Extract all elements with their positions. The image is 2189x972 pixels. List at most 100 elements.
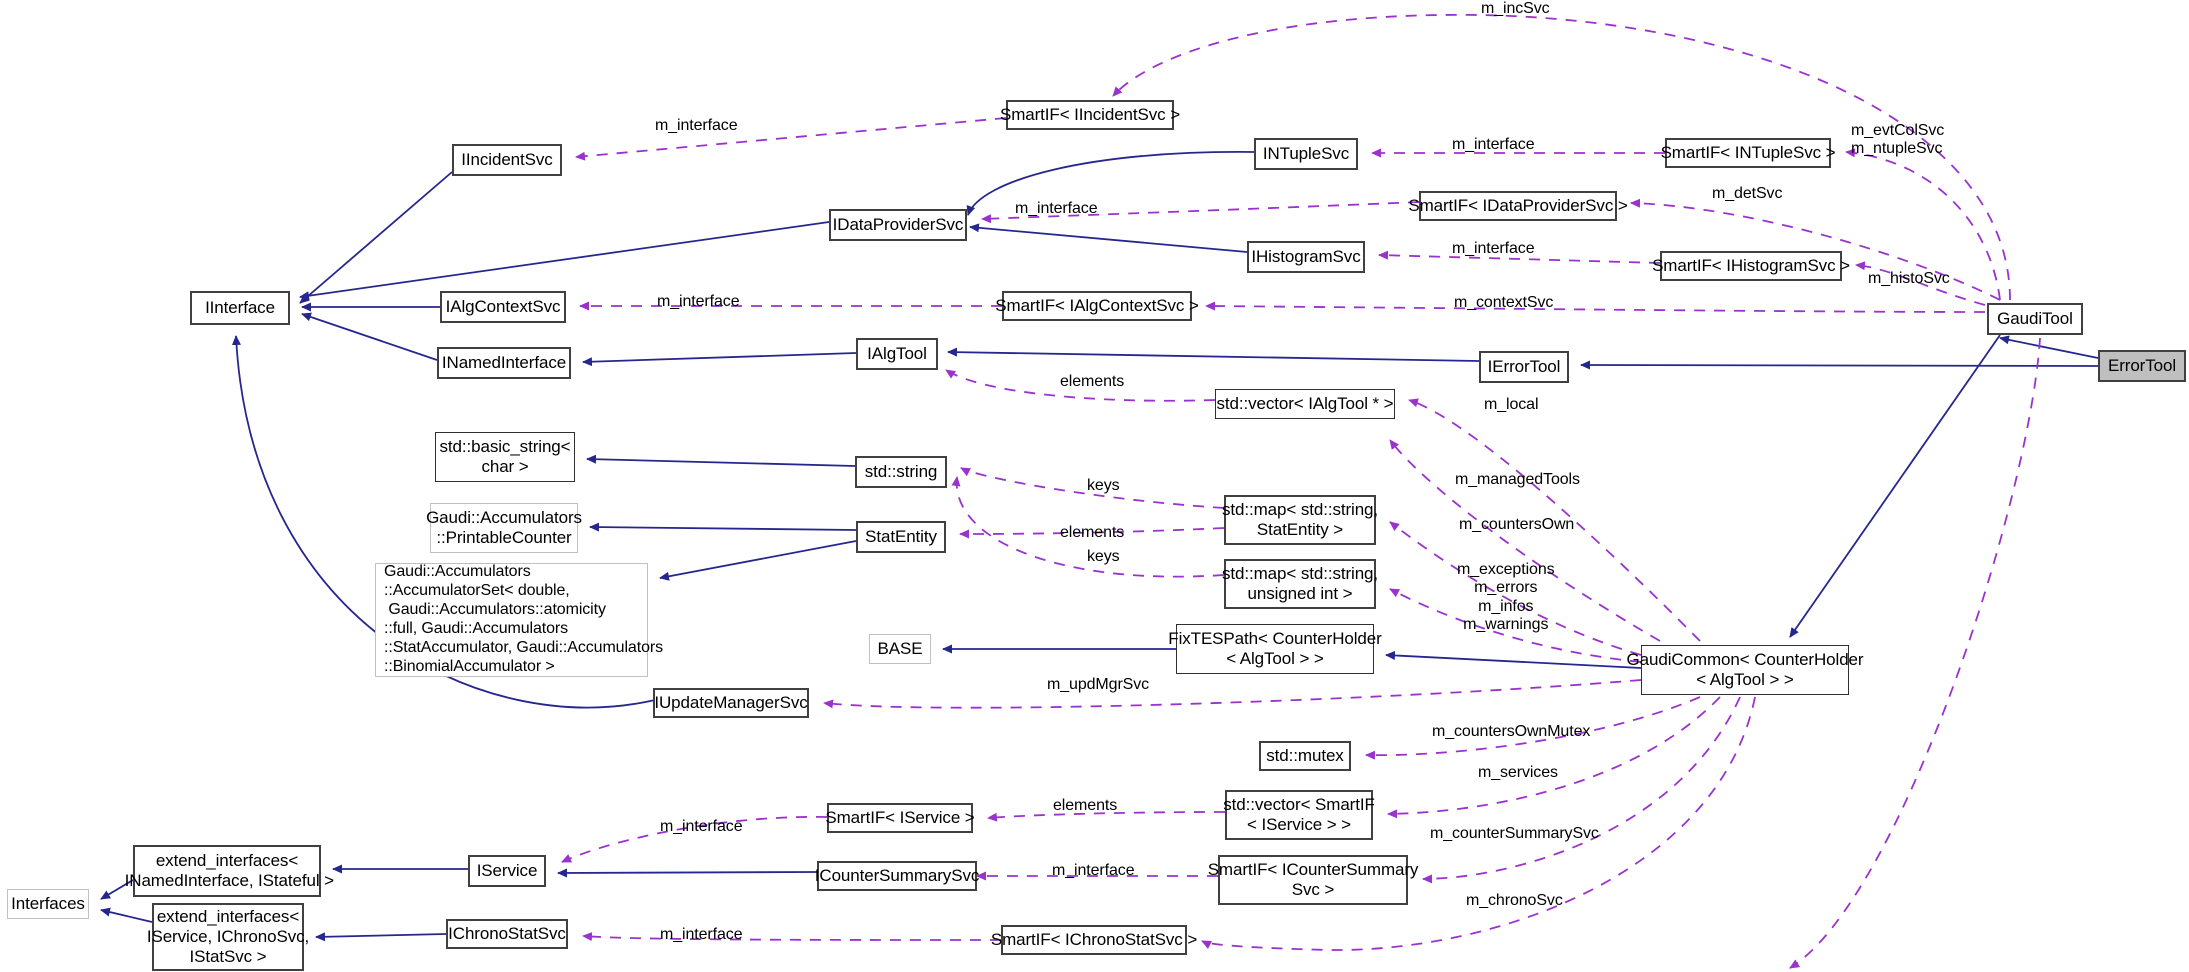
node-interfaces[interactable]: Interfaces — [7, 889, 89, 919]
edge-label-m-updmgrsvc: m_updMgrSvc — [1047, 676, 1150, 693]
node-label: ICounterSummarySvc — [814, 865, 980, 885]
node-label: IAlgContextSvc — [445, 296, 561, 316]
node-ierrortool[interactable]: IErrorTool — [1479, 351, 1569, 383]
node-smartif-icountersummarysvc[interactable]: SmartIF< ICounterSummary Svc > — [1208, 855, 1418, 905]
node-label: std::string — [864, 461, 938, 481]
node-iservice[interactable]: IService — [468, 855, 546, 887]
node-gaudicommon[interactable]: GaudiCommon< CounterHolder < AlgTool > > — [1627, 645, 1864, 695]
node-label: IService — [476, 860, 538, 880]
edge-label-elements-ialgtool: elements — [1060, 373, 1125, 390]
edge-label-m-interface-incidentsvc: m_interface — [655, 117, 738, 134]
node-iinterface[interactable]: IInterface — [190, 291, 290, 325]
node-map-string-statentity[interactable]: std::map< std::string, StatEntity > — [1221, 495, 1379, 545]
node-label: GaudiCommon< CounterHolder < AlgTool > > — [1626, 649, 1864, 689]
edge-label-m-managedtools: m_managedTools — [1455, 471, 1580, 488]
node-basic-string[interactable]: std::basic_string< char > — [435, 432, 575, 482]
node-label: IErrorTool — [1487, 356, 1561, 376]
node-label: std::basic_string< char > — [439, 436, 571, 476]
edge-label-m-histosvc: m_histoSvc — [1868, 270, 1950, 287]
node-label: SmartIF< IAlgContextSvc > — [995, 295, 1199, 315]
node-label: std::mutex — [1266, 745, 1344, 765]
node-label: IDataProviderSvc — [832, 214, 964, 234]
node-label: SmartIF< IIncidentSvc > — [999, 104, 1181, 124]
node-ichronostatsvc[interactable]: IChronoStatSvc — [446, 919, 568, 949]
node-label: IAlgTool — [867, 343, 927, 363]
node-std-string[interactable]: std::string — [855, 456, 947, 488]
node-label: std::map< std::string, StatEntity > — [1221, 499, 1379, 539]
node-label: SmartIF< IChronoStatSvc > — [990, 929, 1198, 949]
node-ialgtool[interactable]: IAlgTool — [856, 338, 938, 370]
edge-label-m-interface-dataprovidersvc: m_interface — [1015, 200, 1098, 217]
node-label: FixTESPath< CounterHolder < AlgTool > > — [1168, 628, 1382, 668]
edge-label-elements-statentity: elements — [1060, 524, 1125, 541]
edge-label-m-chronosvc: m_chronoSvc — [1466, 892, 1563, 909]
node-label: std::vector< IAlgTool * > — [1216, 393, 1394, 413]
node-label: IInterface — [205, 297, 275, 317]
edge-label-m-local: m_local — [1484, 396, 1539, 413]
node-label: extend_interfaces< IService, IChronoSvc,… — [146, 906, 310, 967]
edge-label-m-interface-iservice: m_interface — [660, 818, 743, 835]
edge-label-m-interface-algcontextsvc: m_interface — [657, 293, 740, 310]
node-smartif-ihistogramsvc[interactable]: SmartIF< IHistogramSvc > — [1652, 251, 1850, 281]
edge-label-m-incsvc: m_incSvc — [1481, 0, 1550, 17]
node-smartif-iincidentsvc[interactable]: SmartIF< IIncidentSvc > — [1000, 100, 1180, 130]
node-icountersummarysvc[interactable]: ICounterSummarySvc — [814, 861, 980, 891]
node-label: SmartIF< IHistogramSvc > — [1652, 255, 1850, 275]
edge-label-m-interface-countersummarysvc: m_interface — [1052, 862, 1135, 879]
node-smartif-ichronostatsvc[interactable]: SmartIF< IChronoStatSvc > — [991, 925, 1197, 955]
node-errortool-current[interactable]: ErrorTool — [2098, 350, 2186, 382]
node-extend-interfaces-iservice[interactable]: extend_interfaces< IService, IChronoSvc,… — [147, 903, 309, 971]
node-label: INTupleSvc — [1262, 143, 1350, 163]
node-label: SmartIF< IService > — [825, 807, 975, 827]
node-label: std::map< std::string, unsigned int > — [1221, 563, 1379, 603]
edge-label-keys-statentity: keys — [1087, 477, 1120, 494]
node-smartif-iservice[interactable]: SmartIF< IService > — [825, 803, 975, 833]
node-vector-smartif-iservice[interactable]: std::vector< SmartIF < IService > > — [1223, 790, 1375, 840]
node-label: GaudiTool — [1997, 308, 2073, 328]
node-label: INamedInterface — [441, 352, 567, 372]
edge-label-m-detsvc: m_detSvc — [1712, 185, 1783, 202]
node-statentity[interactable]: StatEntity — [856, 521, 946, 553]
node-printablecounter[interactable]: Gaudi::Accumulators ::PrintableCounter — [426, 503, 582, 553]
node-inamedinterface[interactable]: INamedInterface — [437, 347, 571, 379]
node-vector-ialgtool[interactable]: std::vector< IAlgTool * > — [1215, 389, 1395, 419]
node-accumulatorset[interactable]: Gaudi::Accumulators ::AccumulatorSet< do… — [375, 563, 663, 677]
edge-label-m-interface-ntuplesvc: m_interface — [1452, 136, 1535, 153]
edge-label-m-countersownmutex: m_countersOwnMutex — [1432, 723, 1591, 740]
node-label: ErrorTool — [2107, 355, 2177, 375]
node-label: BASE — [877, 638, 923, 658]
node-label: std::vector< SmartIF < IService > > — [1223, 794, 1375, 834]
node-fixtespath[interactable]: FixTESPath< CounterHolder < AlgTool > > — [1168, 624, 1382, 674]
node-base[interactable]: BASE — [869, 634, 931, 664]
edge-label-m-interface-chronostatsvc: m_interface — [660, 926, 743, 943]
node-map-string-unsignedint[interactable]: std::map< std::string, unsigned int > — [1221, 559, 1379, 609]
node-gauditool[interactable]: GaudiTool — [1987, 303, 2083, 335]
node-ialgcontextsvc[interactable]: IAlgContextSvc — [440, 291, 566, 323]
node-label: IIncidentSvc — [461, 149, 553, 169]
node-label: SmartIF< INTupleSvc > — [1660, 142, 1836, 162]
node-ihistogramsvc[interactable]: IHistogramSvc — [1247, 241, 1365, 273]
node-iincidentsvc[interactable]: IIncidentSvc — [452, 144, 562, 176]
node-label: IUpdateManagerSvc — [654, 692, 808, 712]
edge-label-m-contextsvc: m_contextSvc — [1454, 294, 1554, 311]
edge-label-m-evtcolsvc-ntuplesvc: m_evtColSvc m_ntupleSvc — [1851, 122, 1945, 158]
edge-label-m-interface-histogramsvc: m_interface — [1452, 240, 1535, 257]
node-intuplesvc[interactable]: INTupleSvc — [1254, 138, 1358, 170]
node-smartif-idataprovidersvc[interactable]: SmartIF< IDataProviderSvc > — [1408, 191, 1628, 221]
node-std-mutex[interactable]: std::mutex — [1259, 741, 1351, 771]
node-idataprovidersvc[interactable]: IDataProviderSvc — [829, 209, 967, 241]
node-label: IHistogramSvc — [1251, 246, 1361, 266]
node-iupdatemanagersvc[interactable]: IUpdateManagerSvc — [653, 688, 809, 718]
node-extend-interfaces-namedinterface[interactable]: extend_interfaces< INamedInterface, ISta… — [125, 845, 334, 897]
node-label: extend_interfaces< INamedInterface, ISta… — [124, 850, 334, 890]
edge-label-m-services: m_services — [1478, 764, 1558, 781]
node-label: Interfaces — [11, 893, 85, 913]
node-label: Gaudi::Accumulators ::AccumulatorSet< do… — [384, 563, 663, 675]
node-label: SmartIF< ICounterSummary Svc > — [1207, 859, 1419, 899]
node-label: SmartIF< IDataProviderSvc > — [1408, 195, 1628, 215]
edge-label-elements-smartif-iservice: elements — [1053, 797, 1118, 814]
node-smartif-ialgcontextsvc[interactable]: SmartIF< IAlgContextSvc > — [995, 291, 1199, 321]
edge-label-m-exceptions-group: m_exceptions m_errors m_infos m_warnings — [1457, 561, 1555, 634]
node-smartif-intuplesvc[interactable]: SmartIF< INTupleSvc > — [1661, 138, 1836, 168]
